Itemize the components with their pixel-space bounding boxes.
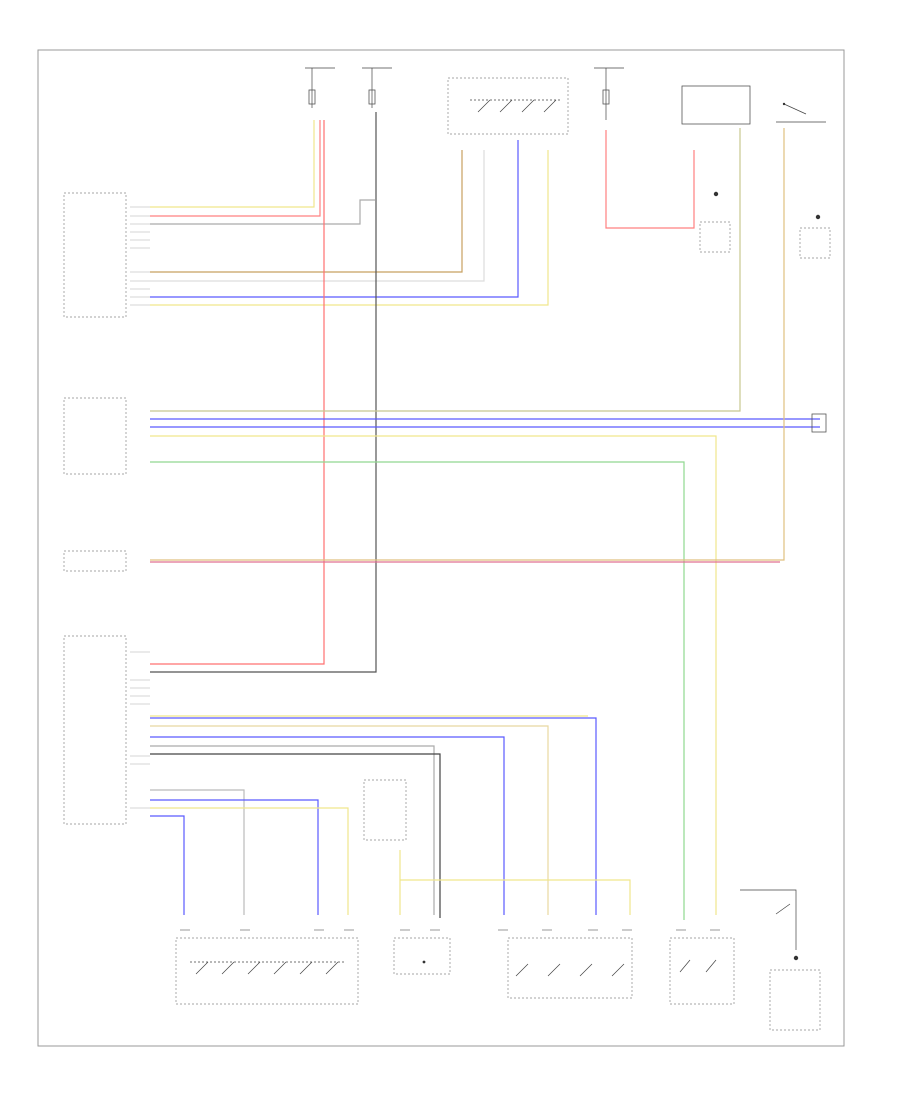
wire-gray-low <box>150 745 435 915</box>
top-fuse-1 <box>305 67 335 108</box>
central-locking-switch <box>393 937 451 975</box>
wire-olive-bus <box>150 128 741 412</box>
rear-door-window-switch-group <box>175 937 359 1005</box>
ground-symbols-top-right <box>699 191 831 259</box>
wire-tan-right <box>150 128 785 561</box>
relay-module-top-right <box>681 85 751 125</box>
component-left-top <box>63 192 127 318</box>
wire-yellow-horizontal <box>400 879 631 915</box>
wires-left-top <box>150 120 549 306</box>
wire-pink-top-right <box>605 130 695 229</box>
component-left-lower-small <box>63 550 127 572</box>
top-fuse-2 <box>362 67 392 108</box>
wire-red-trunk <box>150 120 325 665</box>
wire-green-bus <box>150 461 685 920</box>
door-lock-actuator-group <box>507 937 633 999</box>
wires-middle-bus <box>150 128 820 920</box>
right-top-switch <box>776 102 826 123</box>
vertical-trunk-wires <box>150 112 695 673</box>
trunk-lid-switch-group <box>669 937 735 1005</box>
pins-left-bottom <box>130 651 150 809</box>
wire-blue-low-1 <box>150 736 505 915</box>
wire-yellow-bus <box>150 435 717 915</box>
component-left-middle <box>63 397 127 475</box>
top-fuse-3 <box>594 67 624 120</box>
wire-black-low <box>150 753 441 918</box>
wire-red-1 <box>150 120 321 217</box>
page-border <box>37 49 845 1047</box>
wire-white-1 <box>150 150 485 282</box>
wire-gray-1 <box>150 199 375 225</box>
wire-blue-1 <box>150 140 519 298</box>
wire-yellow-2 <box>150 150 549 306</box>
wires-left-bottom <box>150 715 631 918</box>
right-bottom-switch <box>740 889 821 1031</box>
wire-gray-low-2 <box>150 789 245 915</box>
wire-tan-low <box>150 725 549 915</box>
wire-blue-low-3 <box>150 799 319 915</box>
module-box-center <box>363 779 407 841</box>
wire-blue-low-2 <box>150 717 597 915</box>
pins-left-top <box>130 206 150 306</box>
wire-blue-low-4 <box>150 815 185 915</box>
wire-dark-trunk <box>150 112 377 673</box>
component-left-bottom <box>63 635 127 825</box>
left-rear-door-switch-module <box>447 77 569 135</box>
right-edge-connectors <box>811 413 827 433</box>
wire-brown-1 <box>150 150 463 273</box>
wire-yellow-1 <box>150 120 315 208</box>
wire-yellow-low-2 <box>150 807 349 915</box>
